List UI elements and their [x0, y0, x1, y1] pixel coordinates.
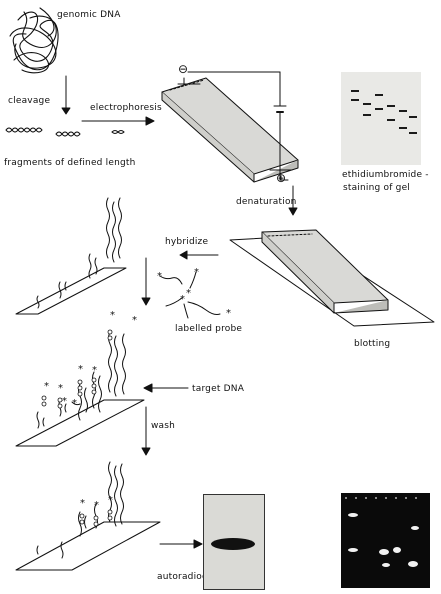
label-ethidium-line2: staining of gel — [343, 183, 411, 193]
svg-text:*: * — [110, 310, 115, 321]
svg-text:*: * — [180, 294, 185, 305]
gel-bands — [351, 90, 417, 134]
film-band — [211, 538, 255, 550]
label-ethidium-line1: ethidiumbromide - — [342, 170, 429, 180]
negative-electrode-icon: ⊖ — [178, 62, 189, 76]
label-wash: wash — [151, 421, 176, 431]
electrophoresis-gel — [161, 77, 299, 183]
label-target-dna: target DNA — [192, 384, 245, 394]
svg-text:*: * — [157, 271, 162, 282]
ethidium-gel-photo — [341, 72, 421, 165]
membrane-washed — [15, 461, 161, 571]
svg-text:*: * — [132, 315, 137, 326]
power-supply-circuit — [177, 71, 293, 181]
positive-electrode-icon: ⊕ — [276, 171, 287, 185]
label-hybridize: hybridize — [165, 237, 209, 247]
svg-text:*: * — [94, 500, 99, 511]
svg-text:*: * — [92, 365, 97, 376]
label-blotting: blotting — [354, 339, 391, 349]
autoradiography-film — [203, 494, 265, 590]
dna-fragments — [5, 127, 125, 137]
svg-text:*: * — [186, 288, 191, 299]
labelled-probes — [159, 271, 221, 319]
label-asterisks: * * * * * * * * * * * * * * * * — [44, 267, 231, 511]
membrane-hybridized — [15, 331, 145, 447]
label-autoradiography: autoradiography — [157, 572, 235, 582]
label-labelled-probe: labelled probe — [175, 324, 243, 334]
svg-text:*: * — [226, 308, 231, 319]
fluorescent-gel-photo — [341, 493, 430, 588]
label-genomic-dna: genomic DNA — [57, 10, 121, 20]
svg-text:*: * — [44, 381, 49, 392]
hybrid-duplexes — [41, 329, 113, 527]
genomic-dna-tangle — [9, 7, 59, 74]
label-denaturation: denaturation — [236, 197, 297, 207]
svg-text:*: * — [62, 396, 67, 407]
label-fragments: fragments of defined length — [4, 158, 136, 168]
svg-text:*: * — [108, 495, 113, 506]
svg-text:*: * — [72, 398, 77, 409]
svg-text:*: * — [58, 383, 63, 394]
svg-text:*: * — [78, 364, 83, 375]
fluorescent-bands — [345, 497, 419, 567]
blotting-setup — [229, 229, 435, 327]
label-electrophoresis: electrophoresis — [90, 103, 162, 113]
membrane-denatured — [15, 197, 127, 315]
svg-text:*: * — [194, 267, 199, 278]
label-cleavage: cleavage — [8, 96, 51, 106]
svg-text:*: * — [80, 498, 85, 509]
